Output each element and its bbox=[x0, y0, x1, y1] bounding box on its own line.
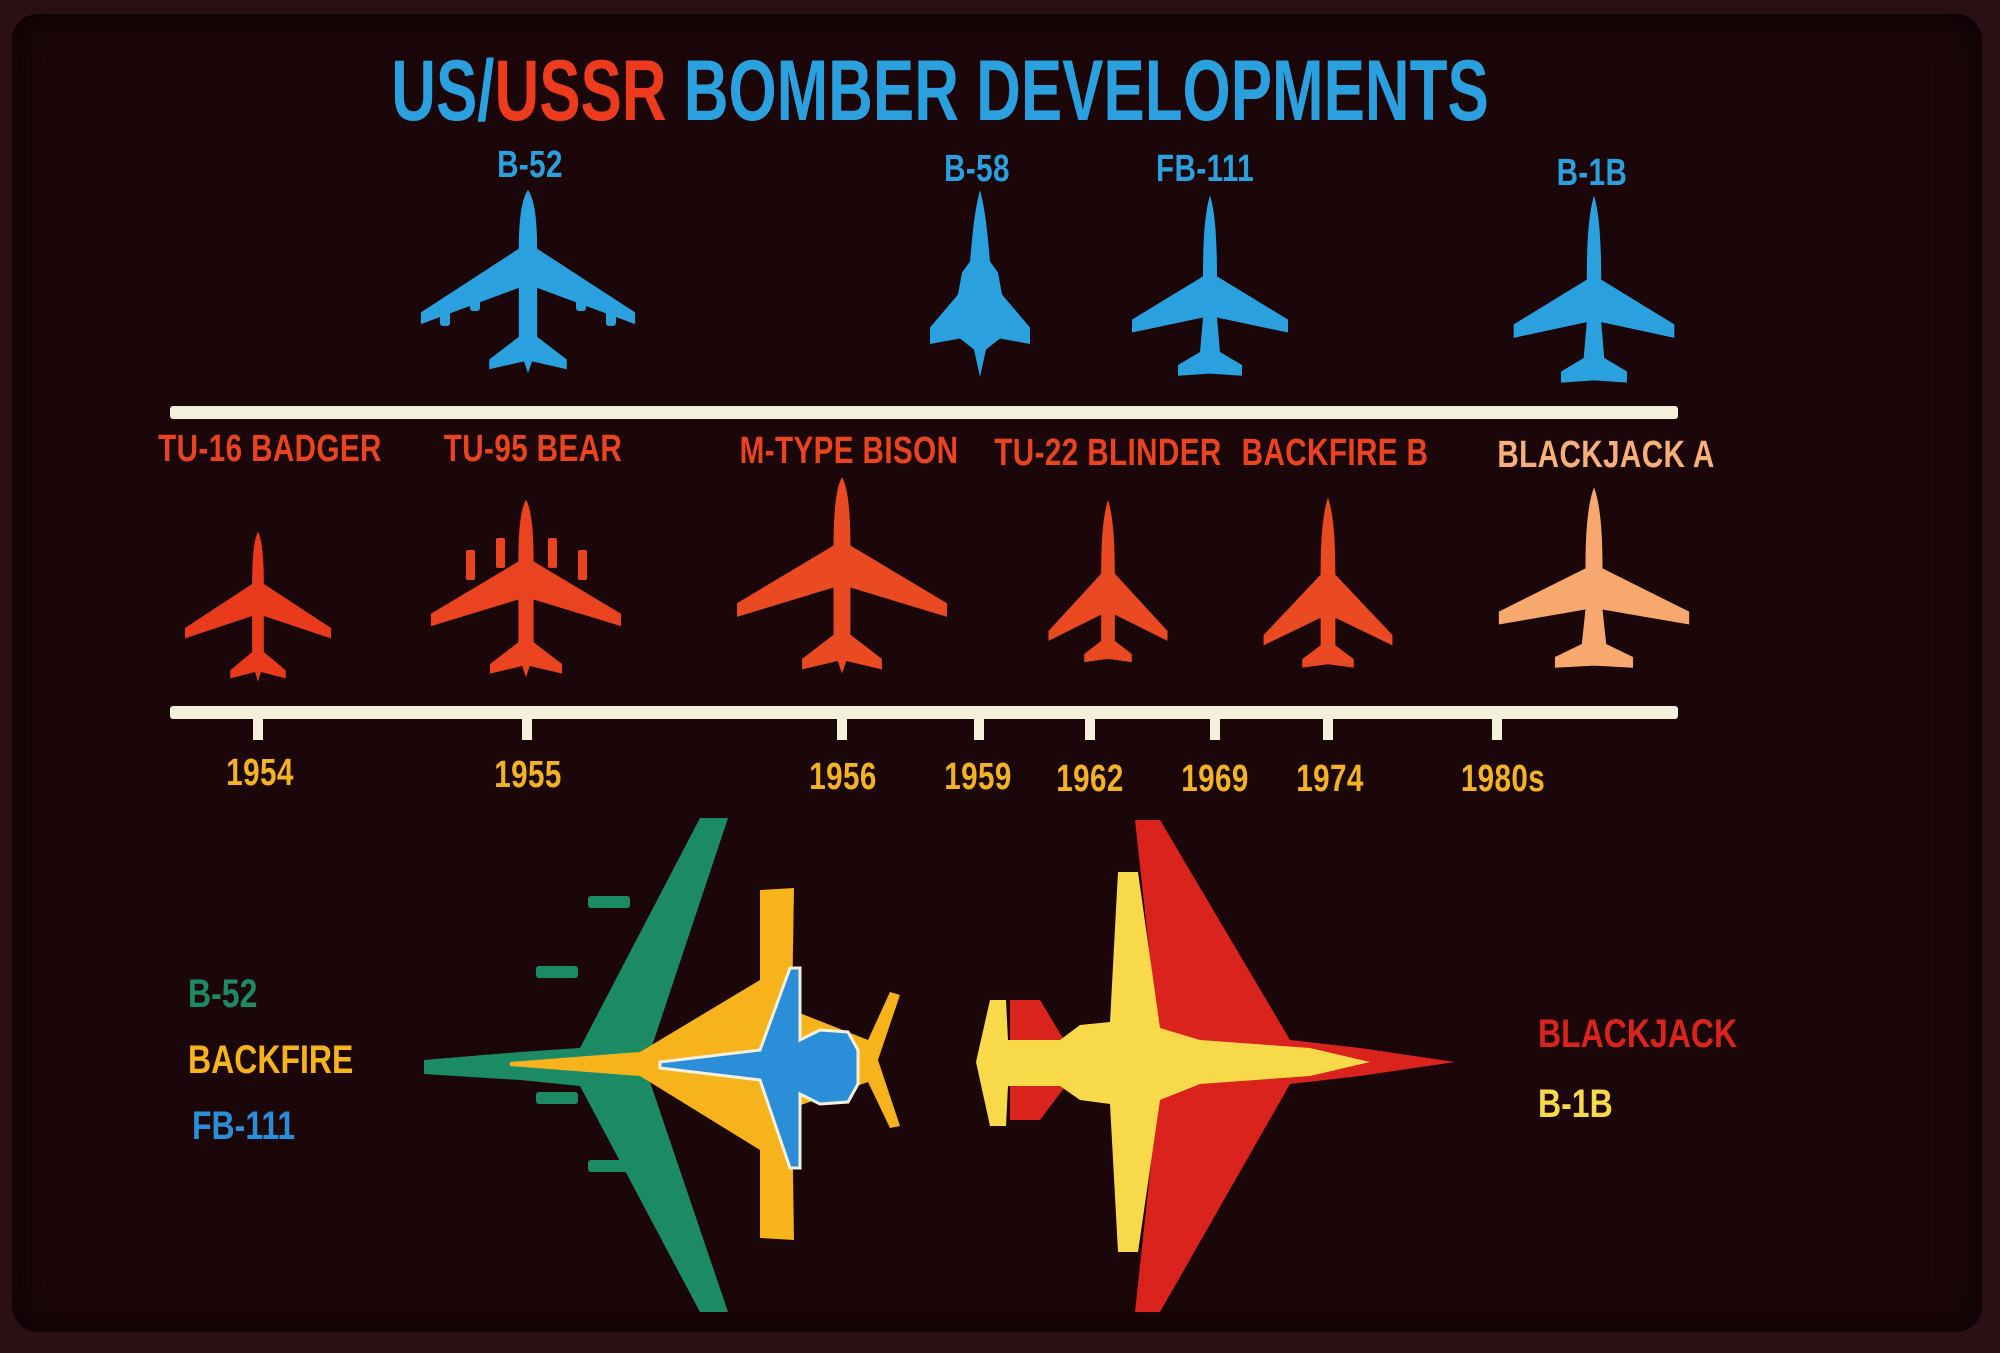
year-label: 1962 bbox=[1056, 758, 1124, 800]
year-label: 1959 bbox=[944, 756, 1012, 798]
label-tu22-blinder: TU-22 BLINDER bbox=[994, 432, 1222, 474]
label-tu16-badger: TU-16 BADGER bbox=[158, 428, 382, 470]
legend-blackjack: BLACKJACK bbox=[1538, 1012, 1738, 1056]
label-b58: B-58 bbox=[944, 148, 1010, 190]
page-title: US/USSR BOMBER DEVELOPMENTS bbox=[391, 42, 1488, 141]
label-b52: B-52 bbox=[497, 144, 563, 186]
legend-b52: B-52 bbox=[188, 972, 258, 1016]
year-label: 1969 bbox=[1181, 758, 1249, 800]
fb111-comparison-silhouette bbox=[658, 966, 860, 1170]
timeline-top bbox=[170, 406, 1678, 419]
year-label: 1954 bbox=[226, 752, 294, 794]
b1b-comparison-silhouette bbox=[976, 872, 1370, 1252]
timeline-bottom bbox=[170, 706, 1678, 719]
b58-silhouette bbox=[930, 190, 1030, 377]
tu95-silhouette bbox=[431, 499, 621, 678]
label-fb111: FB-111 bbox=[1156, 148, 1254, 190]
fb111-silhouette bbox=[1132, 195, 1288, 376]
label-m-type-bison: M-TYPE BISON bbox=[739, 430, 959, 472]
year-label: 1956 bbox=[809, 756, 877, 798]
legend-b1b: B-1B bbox=[1538, 1082, 1613, 1126]
year-label: 1974 bbox=[1296, 758, 1364, 800]
backfire-b-silhouette bbox=[1263, 497, 1393, 668]
year-ticks bbox=[253, 716, 1502, 740]
label-tu95-bear: TU-95 BEAR bbox=[443, 428, 623, 470]
label-blackjack-a: BLACKJACK A bbox=[1497, 434, 1715, 476]
year-label: 1980s bbox=[1460, 758, 1546, 800]
label-b1b: B-1B bbox=[1556, 152, 1628, 194]
year-label: 1955 bbox=[494, 754, 562, 796]
bison-silhouette bbox=[737, 477, 947, 674]
label-backfire-b: BACKFIRE B bbox=[1241, 432, 1429, 474]
tu22-silhouette bbox=[1048, 499, 1168, 663]
title-ussr: USSR bbox=[494, 43, 667, 139]
legend-backfire: BACKFIRE bbox=[188, 1038, 354, 1082]
title-us: US/ bbox=[391, 43, 495, 139]
blackjack-silhouette bbox=[1498, 487, 1690, 668]
title-rest: BOMBER DEVELOPMENTS bbox=[666, 43, 1489, 139]
legend-fb111: FB-111 bbox=[192, 1104, 296, 1148]
tu16-silhouette bbox=[185, 532, 331, 682]
b52-silhouette bbox=[420, 189, 636, 374]
b1b-silhouette bbox=[1513, 195, 1675, 383]
